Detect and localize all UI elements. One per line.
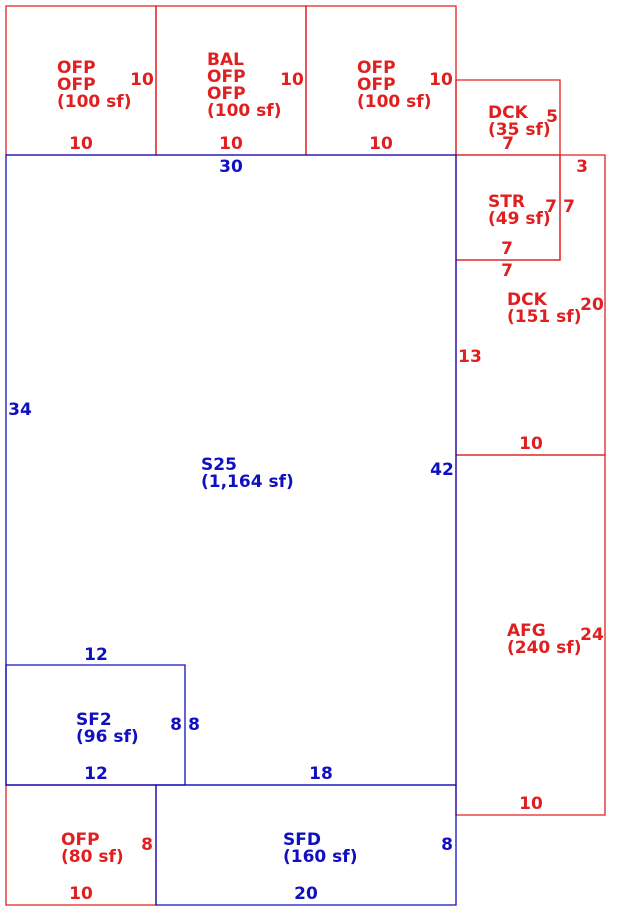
sf2-label: SF2(96 sf)	[76, 710, 139, 747]
ofp-top-3-label-line: OFP	[357, 58, 396, 78]
bal-top-2-label-line: BAL	[207, 50, 244, 70]
sf2-bottom-dimension: 12	[84, 764, 108, 784]
sf2-label-line: (96 sf)	[76, 727, 139, 747]
bal-top-2-label-line: OFP	[207, 84, 246, 104]
dck-large-step-dimension: 7	[563, 197, 575, 217]
sfd-outline	[155, 784, 457, 906]
dck-large-right-dimension: 20	[580, 295, 604, 315]
dck-large-label-line: (151 sf)	[507, 307, 581, 327]
sfd-right-dimension: 8	[441, 835, 453, 855]
sfd-bottom-dimension: 20	[294, 884, 318, 904]
ofp-top-1-label-line: OFP	[57, 58, 96, 78]
afg-label-line: (240 sf)	[507, 638, 581, 658]
ofp3-right-dimension: 10	[429, 70, 453, 90]
ofp-top-3-label-line: OFP	[357, 75, 396, 95]
str-bottom-dimension: 7	[501, 239, 513, 259]
s25-label: S25(1,164 sf)	[201, 455, 294, 492]
afg-label: AFG(240 sf)	[507, 621, 581, 658]
bal-top-2-label-line: OFP	[207, 67, 246, 87]
afg-label-line: AFG	[507, 621, 546, 641]
ofp-top-1-label-line: OFP	[57, 75, 96, 95]
dck-large-top-dimension: 3	[576, 157, 588, 177]
sfd-label-line: (160 sf)	[283, 847, 357, 867]
sf2-right-outer-dimension: 8	[188, 715, 200, 735]
dck-small-right-dimension: 5	[546, 107, 558, 127]
bal-bottom-dimension: 10	[219, 134, 243, 154]
ofp-bottom-label-line: OFP	[61, 830, 100, 850]
bal-top-2-label-line: (100 sf)	[207, 101, 281, 121]
str-label: STR(49 sf)	[488, 192, 551, 229]
sfd-label: SFD(160 sf)	[283, 830, 357, 867]
ofp1-right-dimension: 10	[130, 70, 154, 90]
s25-left-dimension: 34	[8, 400, 32, 420]
str-label-line: (49 sf)	[488, 209, 551, 229]
dck-large-label: DCK(151 sf)	[507, 290, 581, 327]
s25-top-dimension: 30	[219, 157, 243, 177]
dck-large-bottom-dimension: 10	[519, 434, 543, 454]
ofp-bottom-bottom-dimension: 10	[69, 884, 93, 904]
ofp-top-1-label-line: (100 sf)	[57, 92, 131, 112]
dimension-layer: 1010101010105777377201310241030344218128…	[8, 70, 604, 904]
dck-small-label: DCK(35 sf)	[488, 103, 551, 140]
ofp-bottom-label-line: (80 sf)	[61, 847, 124, 867]
dck-large-label-line: DCK	[507, 290, 548, 310]
dck-large-left-dimension: 13	[458, 347, 482, 367]
outline-layer	[5, 5, 606, 906]
afg-bottom-dimension: 10	[519, 794, 543, 814]
afg-right-dimension: 24	[580, 625, 604, 645]
sf2-label-line: SF2	[76, 710, 112, 730]
str-right-dimension: 7	[545, 197, 557, 217]
str-label-line: STR	[488, 192, 525, 212]
s25-right-dimension: 42	[430, 460, 454, 480]
s25-bottom-dimension: 18	[309, 764, 333, 784]
ofp-bottom-right-dimension: 8	[141, 835, 153, 855]
dck-small-bottom-dimension: 7	[502, 134, 514, 154]
sfd-label-line: SFD	[283, 830, 321, 850]
dck-large-inner-dimension: 7	[501, 261, 513, 281]
bal-right-dimension: 10	[280, 70, 304, 90]
dck-small-label-line: DCK	[488, 103, 529, 123]
s25-label-line: (1,164 sf)	[201, 472, 294, 492]
sf2-right-dimension: 8	[170, 715, 182, 735]
sf2-top-dimension: 12	[84, 645, 108, 665]
s25-label-line: S25	[201, 455, 237, 475]
dck-small-label-line: (35 sf)	[488, 120, 551, 140]
ofp1-bottom-dimension: 10	[69, 134, 93, 154]
ofp-bottom-label: OFP(80 sf)	[61, 830, 124, 867]
ofp-top-3-label-line: (100 sf)	[357, 92, 431, 112]
ofp3-bottom-dimension: 10	[369, 134, 393, 154]
